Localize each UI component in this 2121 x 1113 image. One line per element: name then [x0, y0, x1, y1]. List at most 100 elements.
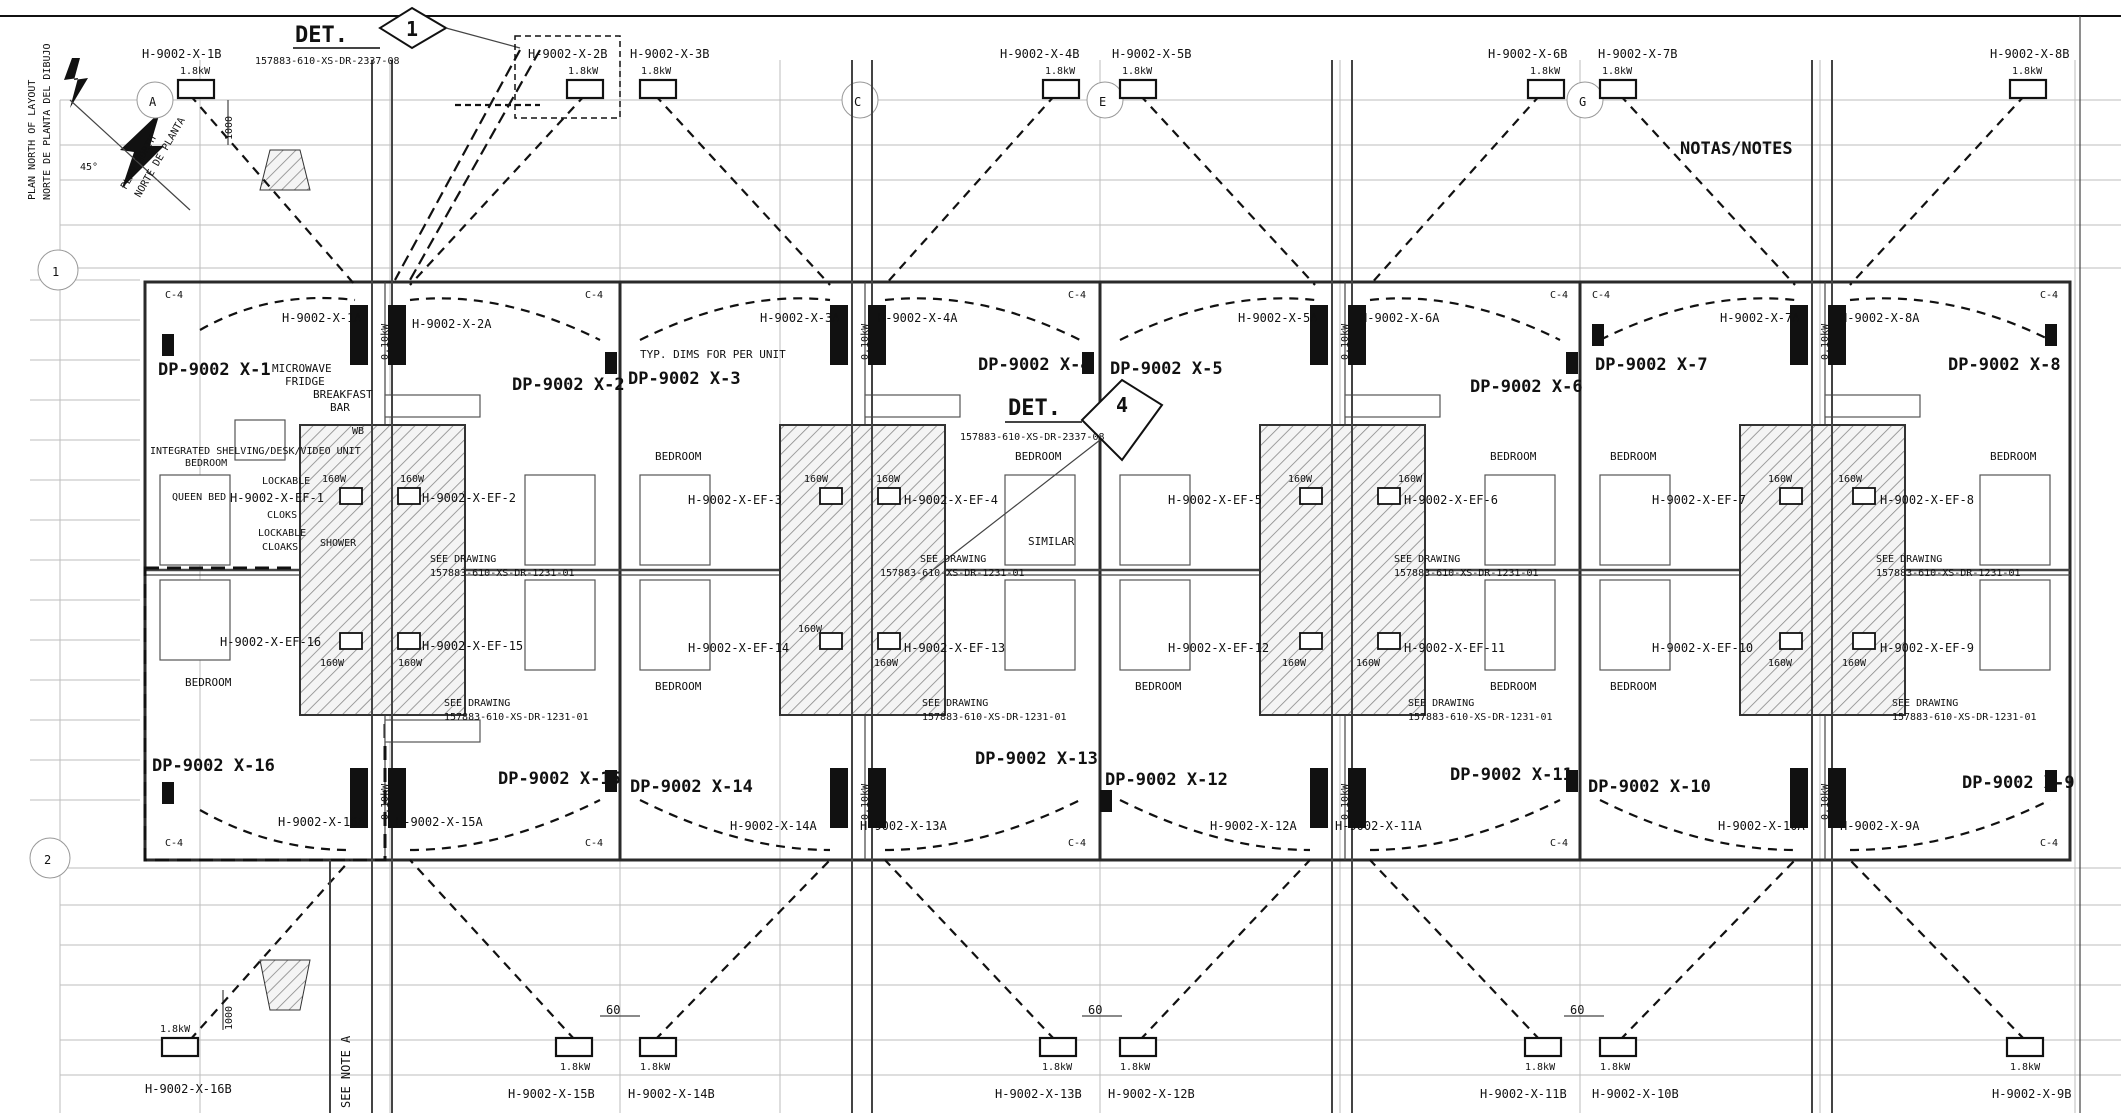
lockable-label-1: LOCKABLE [262, 476, 310, 487]
room-heater-15a[interactable]: H-9002-X-15A [396, 815, 483, 829]
grid-number-1: 1 [52, 265, 59, 279]
detail-1-number: 1 [406, 17, 418, 41]
heater-8b-label: H-9002-X-8B [1990, 47, 2069, 61]
room-heater-9a[interactable]: H-9002-X-9A [1840, 819, 1920, 833]
fan-ef15[interactable]: H-9002-X-EF-15 [422, 639, 523, 653]
room-heater-7a[interactable]: H-9002-X-7A [1720, 311, 1800, 325]
heater-3b[interactable]: H-9002-X-3B 1.8kW [630, 47, 709, 100]
room-heater-11a[interactable]: H-9002-X-11A [1335, 819, 1422, 833]
detail-1-ref: 157883-610-XS-DR-2337-08 [255, 56, 400, 67]
dim-60-3: 60 [1570, 1003, 1584, 1017]
fan-ef12[interactable]: H-9002-X-EF-12 [1168, 641, 1269, 655]
room-heater-13a[interactable]: H-9002-X-13A [860, 819, 947, 833]
see-drawing-1: SEE DRAWING [430, 554, 496, 565]
fan-ef7[interactable]: H-9002-X-EF-7 [1652, 493, 1746, 507]
room-heater-10a[interactable]: H-9002-X-10A [1718, 819, 1805, 833]
fan-ef11[interactable]: H-9002-X-EF-11 [1404, 641, 1505, 655]
heater-13b-label: H-9002-X-13B [995, 1087, 1082, 1101]
room-heater-4a[interactable]: H-9002-X-4A [878, 311, 958, 325]
panel-x11[interactable]: DP-9002 X-11 [1450, 765, 1573, 785]
heater-tag: 0.10kW [860, 323, 871, 360]
fan-ef6[interactable]: H-9002-X-EF-6 [1404, 493, 1498, 507]
fan-ef1[interactable]: H-9002-X-EF-1 [230, 491, 324, 505]
wb-label: WB [352, 426, 364, 437]
drawing-ref-5: 157883-610-XS-DR-1231-01 [444, 712, 589, 723]
panel-x2[interactable]: DP-9002 X-2 [512, 375, 625, 395]
room-heater-3a[interactable]: H-9002-X-3A [760, 311, 840, 325]
room-heater-5a[interactable]: H-9002-X-5A [1238, 311, 1318, 325]
panel-x12[interactable]: DP-9002 X-12 [1105, 770, 1228, 790]
detail-4-number: 4 [1116, 393, 1128, 417]
heater-10b[interactable]: 1.8kW H-9002-X-10B [1592, 1036, 1679, 1101]
heater-6b[interactable]: H-9002-X-6B 1.8kW [1488, 47, 1567, 100]
room-heater-12a[interactable]: H-9002-X-12A [1210, 819, 1297, 833]
detail-callout-4[interactable]: DET. 4 157883-610-XS-DR-2337-08 [919, 378, 1164, 581]
bedroom-label: BEDROOM [1610, 680, 1657, 693]
bedroom-label: BEDROOM [1490, 450, 1537, 463]
panel-x5[interactable]: DP-9002 X-5 [1110, 359, 1223, 379]
panel-x3[interactable]: DP-9002 X-3 [628, 369, 741, 389]
heater-5b[interactable]: H-9002-X-5B 1.8kW [1112, 47, 1191, 100]
heater-1b[interactable]: H-9002-X-1B 1.8kW [142, 47, 221, 100]
drawing-ref-7: 157883-610-XS-DR-1231-01 [1408, 712, 1553, 723]
see-drawing-7: SEE DRAWING [1408, 698, 1474, 709]
heater-14b-label: H-9002-X-14B [628, 1087, 715, 1101]
panel-x9[interactable]: DP-9002 X-9 [1962, 773, 2075, 793]
panel-x7[interactable]: DP-9002 X-7 [1595, 355, 1708, 375]
heater-tag: 0.10kW [1340, 783, 1351, 820]
heater-9b-rating: 1.8kW [2010, 1062, 2041, 1073]
room-heater-6a[interactable]: H-9002-X-6A [1360, 311, 1440, 325]
see-note-a: SEE NOTE A [339, 1035, 353, 1108]
fan-ef5[interactable]: H-9002-X-EF-5 [1168, 493, 1262, 507]
fan-ef14[interactable]: H-9002-X-EF-14 [688, 641, 789, 655]
fan-ef10[interactable]: H-9002-X-EF-10 [1652, 641, 1753, 655]
room-heater-8a[interactable]: H-9002-X-8A [1840, 311, 1920, 325]
room-heater-16a[interactable]: H-9002-X-16A [278, 815, 365, 829]
detail-callout-1[interactable]: DET. 1 157883-610-XS-DR-2337-08 [255, 6, 621, 119]
heater-11b-rating: 1.8kW [1525, 1062, 1556, 1073]
fan-ef4[interactable]: H-9002-X-EF-4 [904, 493, 998, 507]
panel-x6[interactable]: DP-9002 X-6 [1470, 377, 1583, 397]
heater-7b[interactable]: H-9002-X-7B 1.8kW [1598, 47, 1677, 100]
heater-15b[interactable]: 1.8kW H-9002-X-15B [508, 1036, 595, 1101]
fan-ef3[interactable]: H-9002-X-EF-3 [688, 493, 782, 507]
heater-16b[interactable]: 1.8kW H-9002-X-16B [145, 1024, 232, 1096]
room-heater-1a[interactable]: H-9002-X-1A [282, 311, 362, 325]
fan-ef13[interactable]: H-9002-X-EF-13 [904, 641, 1005, 655]
similar-note: SIMILAR [1028, 535, 1075, 548]
panel-x14[interactable]: DP-9002 X-14 [630, 777, 753, 797]
fridge-label: FRIDGE [285, 375, 325, 388]
heater-14b[interactable]: 1.8kW H-9002-X-14B [628, 1036, 715, 1101]
panel-x4[interactable]: DP-9002 X-4 [978, 355, 1091, 375]
fan-rating: 160W [1768, 474, 1793, 485]
detail-1-box [514, 35, 621, 119]
heater-13b[interactable]: 1.8kW H-9002-X-13B [995, 1036, 1082, 1101]
panel-x1[interactable]: DP-9002 X-1 [158, 360, 271, 380]
circuit-tag: C-4 [165, 290, 183, 301]
room-heater-14a[interactable]: H-9002-X-14A [730, 819, 817, 833]
detail-4-label: DET. [1008, 396, 1061, 421]
panel-x8[interactable]: DP-9002 X-8 [1948, 355, 2061, 375]
panel-x15[interactable]: DP-9002 X-15 [498, 769, 621, 789]
panel-x13[interactable]: DP-9002 X-13 [975, 749, 1098, 769]
heater-4b[interactable]: H-9002-X-4B 1.8kW [1000, 47, 1081, 100]
grid-letter-a: A [149, 95, 157, 109]
grid-number-2: 2 [44, 853, 51, 867]
fan-ef16[interactable]: H-9002-X-EF-16 [220, 635, 321, 649]
top-heaters: H-9002-X-1B 1.8kW H-9002-X-2B 1.8kW H-90… [142, 47, 2069, 100]
panel-x10[interactable]: DP-9002 X-10 [1588, 777, 1711, 797]
fan-ef2[interactable]: H-9002-X-EF-2 [422, 491, 516, 505]
heater-9b[interactable]: 1.8kW H-9002-X-9B [1992, 1036, 2071, 1101]
heater-2b[interactable]: H-9002-X-2B 1.8kW [528, 47, 607, 100]
heater-11b[interactable]: 1.8kW H-9002-X-11B [1480, 1036, 1567, 1101]
heater-16b-rating: 1.8kW [160, 1024, 191, 1035]
heater-8b[interactable]: H-9002-X-8B 1.8kW [1990, 47, 2069, 100]
fan-ef8[interactable]: H-9002-X-EF-8 [1880, 493, 1974, 507]
bottom-panels: DP-9002 X-16 DP-9002 X-15 DP-9002 X-14 D… [152, 749, 2075, 812]
fan-ef9[interactable]: H-9002-X-EF-9 [1880, 641, 1974, 655]
heater-7b-rating: 1.8kW [1602, 66, 1633, 77]
room-heater-2a[interactable]: H-9002-X-2A [412, 317, 492, 331]
heater-12b[interactable]: 1.8kW H-9002-X-12B [1108, 1036, 1195, 1101]
panel-x16[interactable]: DP-9002 X-16 [152, 756, 275, 776]
